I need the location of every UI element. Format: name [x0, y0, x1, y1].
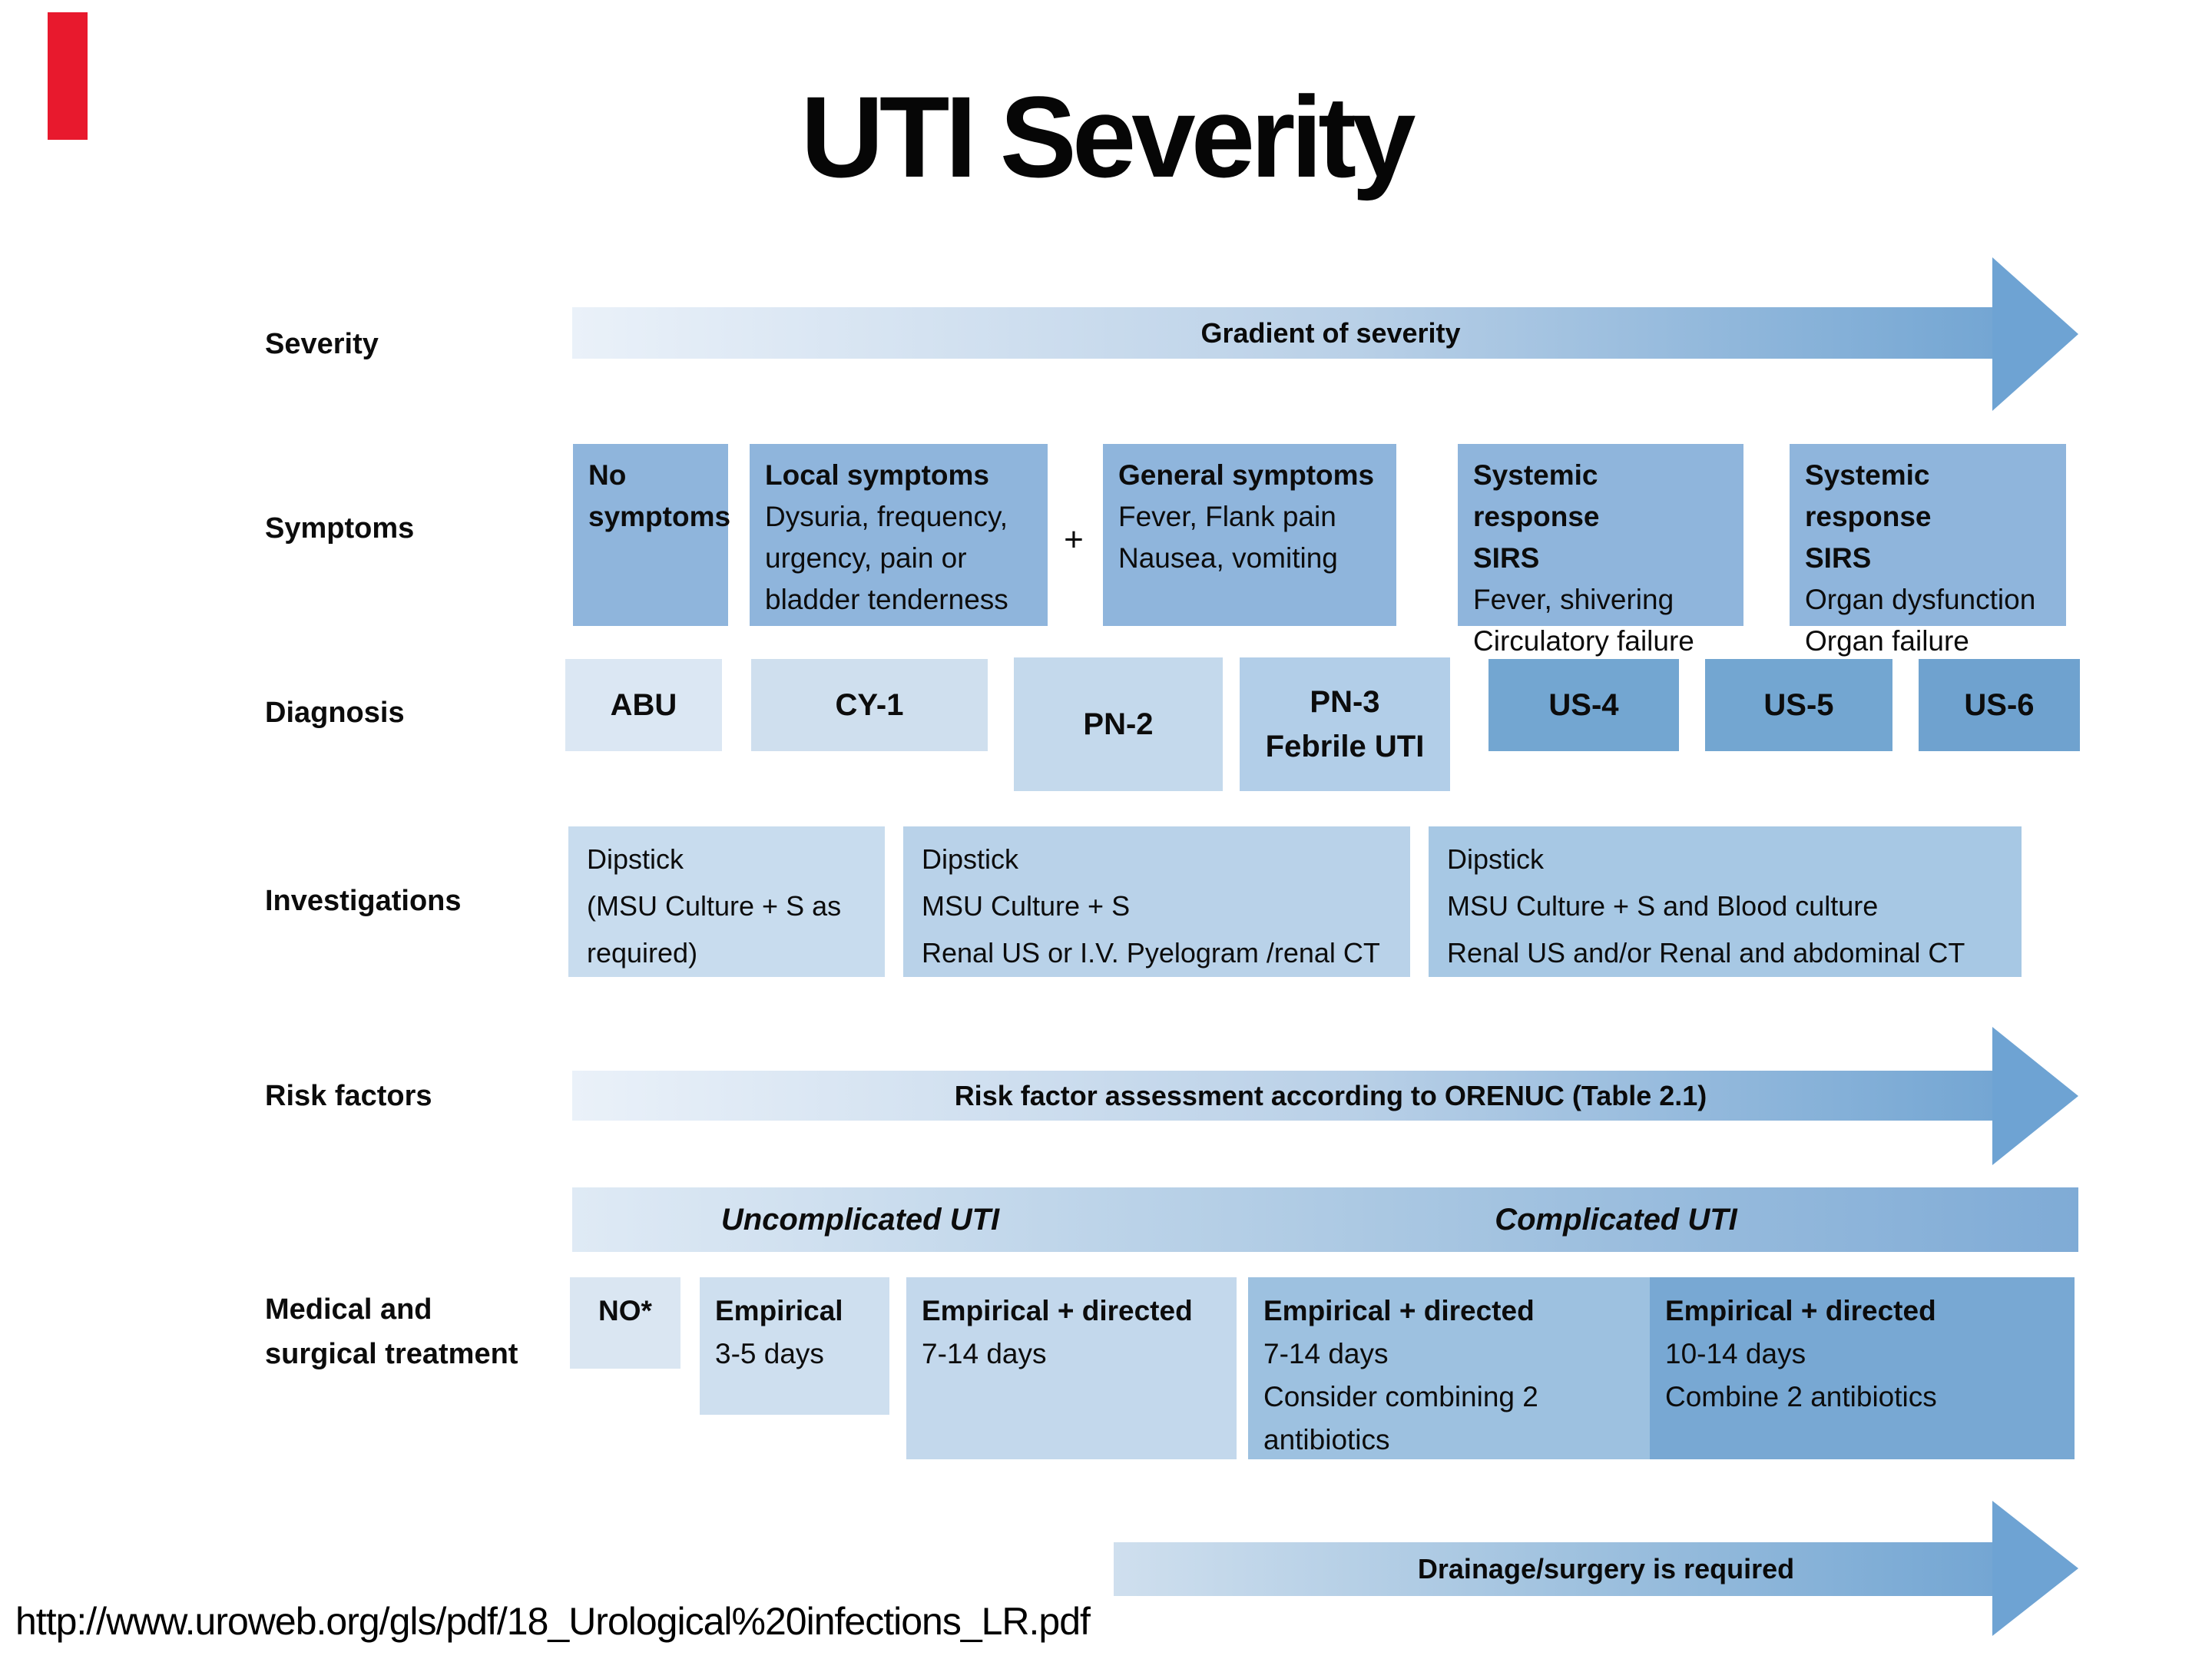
row-label-investigations: Investigations [265, 885, 462, 917]
symptoms-box2-line3: bladder tenderness [765, 584, 1008, 615]
diagnosis-us5-label: US-5 [1763, 688, 1834, 722]
symptoms-box2-line2: urgency, pain or [765, 542, 967, 574]
risk-arrow-head-icon [1992, 1027, 2078, 1165]
treatment-box3-heading: Empirical + directed [922, 1295, 1193, 1326]
row-label-diagnosis: Diagnosis [265, 697, 405, 729]
diagnosis-us6-label: US-6 [1964, 688, 2035, 722]
row-label-treatment: Medical and surgical treatment [265, 1287, 518, 1376]
risk-arrow-label: Risk factor assessment according to OREN… [954, 1079, 1707, 1111]
diagnosis-box-us5: US-5 [1705, 659, 1892, 751]
diagnosis-pn3-label: PN-3 [1310, 685, 1380, 719]
treatment-box1-heading: NO* [598, 1295, 652, 1326]
drainage-arrow-label: Drainage/surgery is required [1417, 1553, 1795, 1584]
symptoms-box2-heading: Local symptoms [765, 459, 989, 491]
severity-arrow-head-icon [1992, 257, 2078, 411]
treatment-box5-line2: Combine 2 antibiotics [1665, 1381, 1937, 1412]
symptoms-box3-line1: Fever, Flank pain [1118, 501, 1336, 532]
diagnosis-us4-label: US-4 [1548, 688, 1619, 722]
symptoms-box4-line2: Circulatory failure [1473, 625, 1694, 657]
row-label-symptoms: Symptoms [265, 512, 415, 545]
diagnosis-pn3-label2: Febrile UTI [1265, 730, 1425, 763]
plus-sign: + [1064, 521, 1084, 558]
diagnosis-box-abu: ABU [565, 659, 722, 751]
investigations-box-2: Dipstick MSU Culture + S Renal US or I.V… [903, 826, 1410, 977]
treatment-box-empirical: Empirical 3-5 days [700, 1277, 889, 1415]
row-label-severity: Severity [265, 328, 379, 360]
treatment-box-empirical-directed-combine-consider: Empirical + directed 7-14 days Consider … [1248, 1277, 1650, 1459]
drainage-arrow-head-icon [1992, 1501, 2078, 1636]
treatment-box3-line1: 7-14 days [922, 1338, 1047, 1369]
symptoms-box5-line2: Organ failure [1805, 625, 1969, 657]
investigations-box2-line3: Renal US or I.V. Pyelogram /renal CT [922, 937, 1380, 969]
investigations-box3-line3: Renal US and/or Renal and abdominal CT [1447, 937, 1965, 969]
treatment-box4-line1: 7-14 days [1263, 1338, 1389, 1369]
investigations-box1-line1: Dipstick [587, 843, 684, 875]
page-title: UTI Severity [800, 72, 1416, 201]
severity-gradient-arrow: Gradient of severity [572, 307, 1994, 359]
treatment-box-empirical-directed-combine: Empirical + directed 10-14 days Combine … [1650, 1277, 2075, 1459]
diagnosis-pn3-labels: PN-3 Febrile UTI [1266, 680, 1425, 769]
treatment-box5-heading: Empirical + directed [1665, 1295, 1936, 1326]
symptoms-box3-heading: General symptoms [1118, 459, 1375, 491]
symptoms-box-general-symptoms: General symptoms Fever, Flank pain Nause… [1103, 444, 1396, 626]
symptoms-box1-line1: No [588, 459, 627, 491]
treatment-box-empirical-directed-short: Empirical + directed 7-14 days [906, 1277, 1237, 1459]
row-label-treatment-line1: Medical and [265, 1293, 432, 1326]
diagnosis-box-cy1: CY-1 [751, 659, 988, 751]
symptoms-box3-line2: Nausea, vomiting [1118, 542, 1338, 574]
investigations-box-1: Dipstick (MSU Culture + S as required) [568, 826, 885, 977]
symptoms-box4-heading: Systemic response [1473, 459, 1600, 532]
symptoms-box5-line1: Organ dysfunction [1805, 584, 2036, 615]
treatment-box2-heading: Empirical [715, 1295, 843, 1326]
diagnosis-pn2-label: PN-2 [1083, 707, 1154, 741]
investigations-box3-line2: MSU Culture + S and Blood culture [1447, 890, 1879, 922]
investigations-box1-line3: required) [587, 937, 698, 969]
treatment-box4-line3: antibiotics [1263, 1424, 1390, 1455]
symptoms-box4-line1: Fever, shivering [1473, 584, 1674, 615]
symptoms-box-local-symptoms: Local symptoms Dysuria, frequency, urgen… [750, 444, 1048, 626]
symptoms-box1-line2: symptoms [588, 501, 731, 532]
diagnosis-box-us4: US-4 [1488, 659, 1679, 751]
risk-factor-arrow: Risk factor assessment according to OREN… [572, 1071, 1994, 1121]
symptoms-box-systemic-response-sirs: Systemic response SIRS Fever, shivering … [1458, 444, 1743, 657]
investigations-box2-line2: MSU Culture + S [922, 890, 1131, 922]
investigations-box2-line1: Dipstick [922, 843, 1019, 875]
treatment-box4-line2: Consider combining 2 [1263, 1381, 1538, 1412]
drainage-arrow: Drainage/surgery is required [1114, 1542, 1994, 1596]
investigations-box-3: Dipstick MSU Culture + S and Blood cultu… [1429, 826, 2022, 977]
row-label-risk-factors: Risk factors [265, 1080, 432, 1112]
diagnosis-box-pn3: PN-3 Febrile UTI [1240, 657, 1450, 791]
complicated-uti-label: Complicated UTI [1495, 1203, 1737, 1237]
symptoms-box-systemic-response-organ: Systemic response SIRS Organ dysfunction… [1790, 444, 2066, 657]
diagnosis-abu-label: ABU [610, 688, 677, 722]
treatment-box5-line1: 10-14 days [1665, 1338, 1806, 1369]
row-label-treatment-line2: surgical treatment [265, 1338, 518, 1370]
symptoms-box4-subheading: SIRS [1473, 542, 1540, 574]
symptoms-box-no-symptoms: No symptoms [573, 444, 731, 626]
uti-classification-bar [572, 1187, 2078, 1252]
uncomplicated-uti-label: Uncomplicated UTI [720, 1203, 1000, 1237]
red-accent-bar [48, 12, 88, 140]
symptoms-box5-heading: Systemic response [1805, 459, 1932, 532]
diagnosis-box-pn2: PN-2 [1014, 657, 1223, 791]
symptoms-box2-line1: Dysuria, frequency, [765, 501, 1008, 532]
treatment-box2-line1: 3-5 days [715, 1338, 824, 1369]
investigations-box3-line1: Dipstick [1447, 843, 1545, 875]
investigations-box1-line2: (MSU Culture + S as [587, 890, 842, 922]
treatment-box-no: NO* [570, 1277, 680, 1369]
diagnosis-cy1-label: CY-1 [835, 688, 904, 722]
severity-arrow-label: Gradient of severity [1200, 316, 1461, 349]
diagnosis-box-us6: US-6 [1919, 659, 2080, 751]
treatment-box4-heading: Empirical + directed [1263, 1295, 1535, 1326]
source-url: http://www.uroweb.org/gls/pdf/18_Urologi… [15, 1600, 1091, 1643]
symptoms-box5-subheading: SIRS [1805, 542, 1872, 574]
